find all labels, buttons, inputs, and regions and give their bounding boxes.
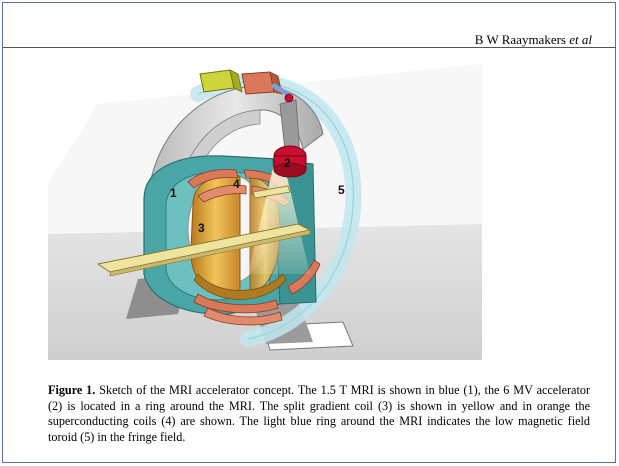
- couch-bore-section: [252, 185, 291, 199]
- header-rule: [3, 47, 616, 48]
- callout-superconducting-coils: 4: [233, 177, 240, 191]
- figure-caption: Figure 1. Sketch of the MRI accelerator …: [48, 383, 590, 445]
- running-head-author: B W Raaymakers: [474, 32, 570, 47]
- rf-source-box: [199, 69, 235, 93]
- callout-gradient-coil: 3: [198, 221, 205, 235]
- caption-text: Sketch of the MRI accelerator concept. T…: [48, 383, 591, 444]
- caption-label: Figure 1.: [48, 383, 96, 397]
- radiation-beam: [248, 164, 310, 274]
- patient-couch-edge: [109, 229, 311, 277]
- running-head: B W Raaymakers et al: [475, 32, 592, 48]
- magnetron-box: [241, 71, 275, 95]
- tube-connector: [284, 93, 294, 103]
- callout-accelerator: 2: [284, 156, 291, 170]
- gradient-coil-lower: [193, 273, 287, 300]
- superconducting-coils-lower: [193, 259, 321, 326]
- callout-mri: 1: [170, 186, 177, 200]
- rf-source-box-side: [229, 69, 243, 93]
- accelerator-base: [273, 162, 307, 178]
- running-head-etal: et al: [569, 32, 592, 47]
- callout-toroid: 5: [338, 183, 345, 197]
- mri-accelerator-illustration: 1 2 3 4 5: [48, 64, 482, 360]
- figure-mri-accelerator: 1 2 3 4 5: [48, 64, 482, 360]
